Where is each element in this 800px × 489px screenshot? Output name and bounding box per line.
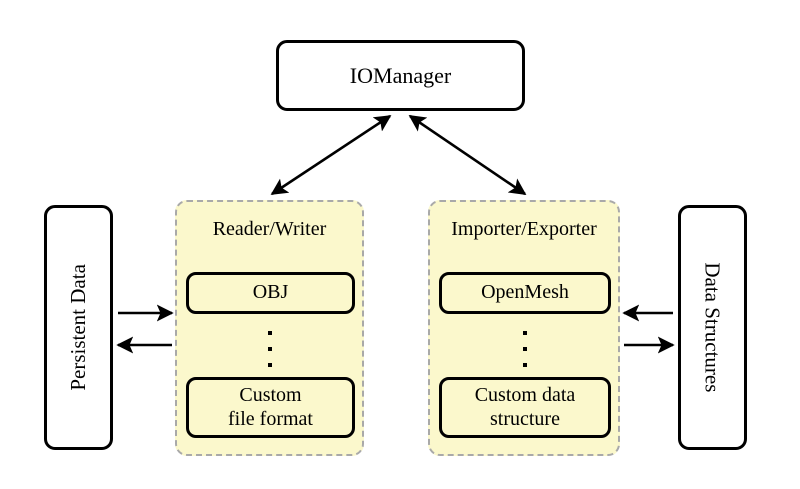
ellipsis-dot xyxy=(523,347,527,351)
node-custom-file-format-line2: file format xyxy=(228,407,313,430)
node-iomanager[interactable]: IOManager xyxy=(276,40,525,111)
node-custom-file-format-label: Custom file format xyxy=(228,384,313,431)
ellipsis-reader-writer xyxy=(263,327,277,371)
ellipsis-dot xyxy=(523,331,527,335)
node-openmesh[interactable]: OpenMesh xyxy=(439,272,611,314)
node-persistent-data-label: Persistent Data xyxy=(66,264,91,391)
node-iomanager-label: IOManager xyxy=(349,62,452,88)
node-openmesh-label: OpenMesh xyxy=(481,281,569,304)
ellipsis-importer-exporter xyxy=(518,327,532,371)
node-obj[interactable]: OBJ xyxy=(186,272,355,314)
ellipsis-dot xyxy=(523,363,527,367)
ellipsis-dot xyxy=(268,331,272,335)
group-reader-writer-title: Reader/Writer xyxy=(212,218,327,240)
node-custom-file-format-line1: Custom xyxy=(239,383,302,406)
node-custom-file-format[interactable]: Custom file format xyxy=(186,377,355,438)
group-importer-exporter-title: Importer/Exporter xyxy=(451,218,597,240)
node-custom-data-structure[interactable]: Custom data structure xyxy=(439,377,611,438)
ellipsis-dot xyxy=(268,363,272,367)
node-custom-data-structure-line1: Custom data xyxy=(474,383,576,406)
node-custom-data-structure-line2: structure xyxy=(490,407,560,430)
arrow-iomanager-readerwriter xyxy=(270,114,392,196)
node-obj-label: OBJ xyxy=(252,281,289,304)
node-custom-data-structure-label: Custom data structure xyxy=(475,384,576,431)
arrow-iomanager-importerexporter xyxy=(408,114,527,196)
node-data-structures-label: Data Structures xyxy=(700,262,725,393)
node-persistent-data[interactable]: Persistent Data xyxy=(44,205,113,450)
ellipsis-dot xyxy=(268,347,272,351)
node-data-structures[interactable]: Data Structures xyxy=(678,205,747,450)
